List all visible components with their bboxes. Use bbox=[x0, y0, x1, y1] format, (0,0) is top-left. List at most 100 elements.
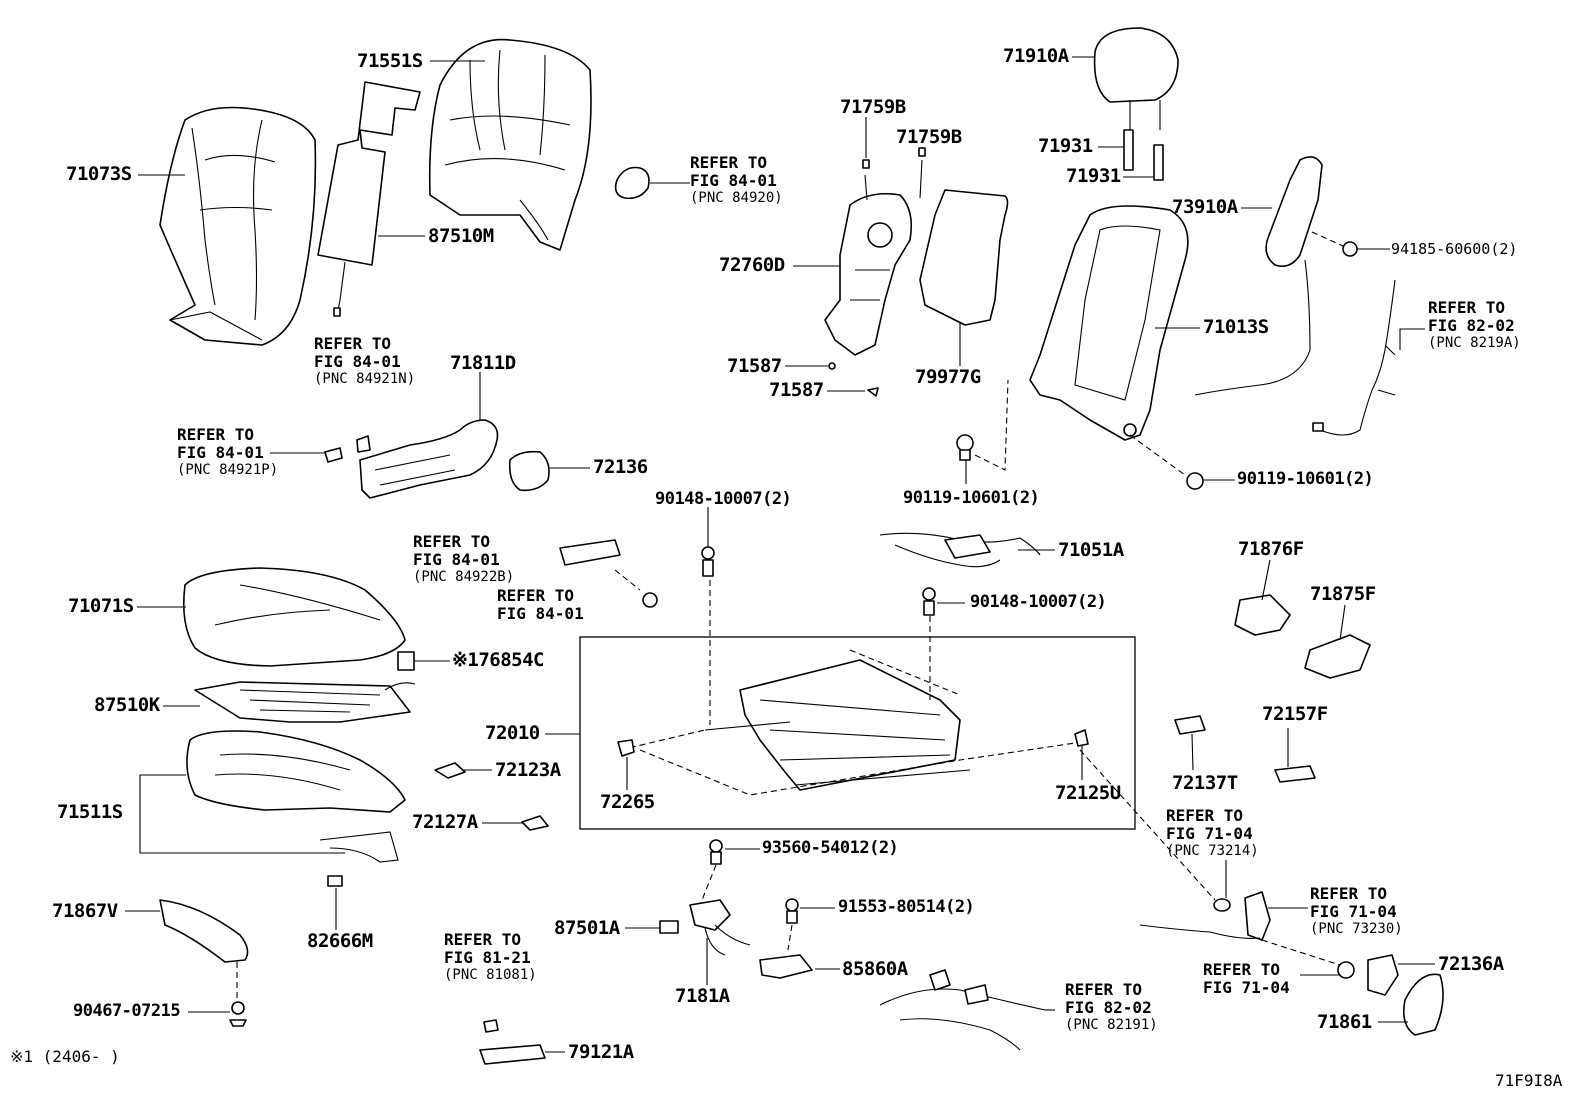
label-93560-54012: 93560-54012(2) bbox=[762, 838, 899, 858]
part-72137T-shape bbox=[1174, 715, 1206, 735]
label-71931-b: 71931 bbox=[1066, 165, 1121, 187]
label-71551S: 71551S bbox=[357, 50, 423, 72]
label-90119-10601-a: 90119-10601(2) bbox=[903, 488, 1040, 508]
airbag-73910A-shape bbox=[1194, 156, 1358, 396]
cover-71867V-shape bbox=[159, 899, 249, 963]
bolt-90148-b-shape bbox=[922, 587, 936, 616]
seat-track-box-72010 bbox=[579, 636, 1136, 830]
bolt-90119-b-shape bbox=[1129, 434, 1204, 490]
reference-73214: REFER TO FIG 71-04 (PNC 73214) bbox=[1166, 806, 1259, 859]
footnote: ※1 (2406- ) bbox=[10, 1047, 120, 1066]
part-72157F-shape bbox=[1274, 765, 1316, 783]
reference-84921N: REFER TO FIG 84-01 (PNC 84921N) bbox=[314, 334, 416, 387]
bolt-91553-shape bbox=[785, 898, 799, 951]
heater-pad-87510M-shape bbox=[317, 81, 421, 317]
label-85860A: 85860A bbox=[842, 958, 908, 980]
label-90148-10007-a: 90148-10007(2) bbox=[655, 489, 792, 509]
sensor-76854C-shape bbox=[397, 651, 415, 671]
reference-82191: REFER TO FIG 82-02 (PNC 82191) bbox=[1065, 980, 1158, 1033]
label-71587-b: 71587 bbox=[769, 379, 824, 401]
label-72123A: 72123A bbox=[495, 759, 561, 781]
bolt-90119-a-shape bbox=[956, 379, 1009, 471]
cushion-cover-71071S-shape bbox=[182, 567, 406, 667]
pad-79977G-shape bbox=[919, 189, 1009, 326]
clip-72127A-shape bbox=[521, 815, 549, 831]
label-71875F: 71875F bbox=[1310, 583, 1376, 605]
label-72136: 72136 bbox=[593, 456, 648, 478]
label-7181A: 7181A bbox=[675, 985, 730, 1007]
label-79977G: 79977G bbox=[915, 366, 981, 388]
label-90119-10601-b: 90119-10601(2) bbox=[1237, 469, 1374, 489]
reference-71-04: REFER TO FIG 71-04 bbox=[1203, 960, 1290, 997]
bolt-90148-a-shape bbox=[701, 546, 715, 577]
label-82666M: 82666M bbox=[307, 930, 373, 952]
label-72265: 72265 bbox=[600, 791, 655, 813]
bolt-93560-shape bbox=[699, 839, 723, 906]
wire-8219A-shape bbox=[1312, 279, 1396, 436]
module-85860A-shape bbox=[759, 954, 813, 979]
label-71587-a: 71587 bbox=[727, 355, 782, 377]
reference-73230: REFER TO FIG 71-04 (PNC 73230) bbox=[1310, 884, 1403, 937]
cover-71861-shape bbox=[1402, 973, 1444, 1036]
label-72127A: 72127A bbox=[412, 811, 478, 833]
reference-84922B: REFER TO FIG 84-01 (PNC 84922B) bbox=[413, 532, 515, 585]
cover-71875F-shape bbox=[1304, 634, 1371, 679]
label-71759B-a: 71759B bbox=[840, 96, 906, 118]
part-82666M-shape bbox=[327, 875, 343, 887]
seatback-frame-71013S-shape bbox=[1029, 205, 1189, 441]
label-71759B-b: 71759B bbox=[896, 126, 962, 148]
label-71511S: 71511S bbox=[57, 801, 123, 823]
side-shield-71811D-shape bbox=[324, 419, 499, 499]
switch-84922B-shape bbox=[559, 539, 621, 566]
harness-71051A-shape bbox=[879, 532, 1041, 568]
reference-8219A: REFER TO FIG 82-02 (PNC 8219A) bbox=[1428, 298, 1521, 351]
label-87510M: 87510M bbox=[428, 225, 494, 247]
harness-82191-shape bbox=[879, 969, 1046, 1051]
label-71071S: 71071S bbox=[68, 595, 134, 617]
belt-73230-shape bbox=[1079, 749, 1355, 979]
cushion-pad-71511S-shape bbox=[186, 730, 406, 863]
label-71931-a: 71931 bbox=[1038, 135, 1093, 157]
label-71910A: 71910A bbox=[1003, 45, 1069, 67]
seatback-pad-71551S-shape bbox=[428, 38, 592, 251]
cover-71876F-shape bbox=[1234, 594, 1291, 636]
label-71867V: 71867V bbox=[52, 900, 118, 922]
reference-84920: REFER TO FIG 84-01 (PNC 84920) bbox=[690, 153, 783, 206]
part-79121A-shape bbox=[479, 1044, 546, 1065]
label-72137T: 72137T bbox=[1172, 772, 1238, 794]
label-72760D: 72760D bbox=[719, 254, 785, 276]
reference-81081: REFER TO FIG 81-21 (PNC 81081) bbox=[444, 930, 537, 983]
label-72010: 72010 bbox=[485, 722, 540, 744]
label-76854C: ※176854C bbox=[452, 649, 545, 671]
bracket-71511S-line bbox=[139, 774, 345, 854]
headrest-71910A-shape bbox=[1093, 27, 1179, 181]
label-71073S: 71073S bbox=[66, 163, 132, 185]
label-94185-60600: 94185-60600(2) bbox=[1391, 240, 1518, 258]
label-79121A: 79121A bbox=[568, 1041, 634, 1063]
leader-lines bbox=[125, 56, 1435, 1053]
harness-7181A-shape bbox=[659, 899, 751, 956]
clip-90467-shape bbox=[229, 1001, 247, 1027]
label-73910A: 73910A bbox=[1172, 196, 1238, 218]
diagram-code: 71F9I8A bbox=[1495, 1071, 1563, 1090]
label-87510K: 87510K bbox=[94, 694, 160, 716]
cover-72136-shape bbox=[508, 450, 550, 492]
heater-mat-87510K-shape bbox=[194, 681, 416, 723]
part-81081-shape bbox=[483, 1019, 499, 1033]
label-90148-10007-b: 90148-10007(2) bbox=[970, 592, 1107, 612]
dash-84922B bbox=[614, 569, 641, 591]
label-91553-80514: 91553-80514(2) bbox=[838, 897, 975, 917]
cover-72136A-shape bbox=[1367, 954, 1399, 996]
reference-84921P: REFER TO FIG 84-01 (PNC 84921P) bbox=[177, 425, 279, 478]
label-71051A: 71051A bbox=[1058, 539, 1124, 561]
reference-84-01: REFER TO FIG 84-01 bbox=[497, 586, 584, 623]
label-71013S: 71013S bbox=[1203, 316, 1269, 338]
label-72157F: 72157F bbox=[1262, 703, 1328, 725]
label-71861: 71861 bbox=[1317, 1011, 1372, 1033]
label-71876F: 71876F bbox=[1238, 538, 1304, 560]
label-71811D: 71811D bbox=[450, 352, 516, 374]
clip-72123A-shape bbox=[434, 762, 466, 779]
screw-84-01-shape bbox=[642, 592, 658, 608]
